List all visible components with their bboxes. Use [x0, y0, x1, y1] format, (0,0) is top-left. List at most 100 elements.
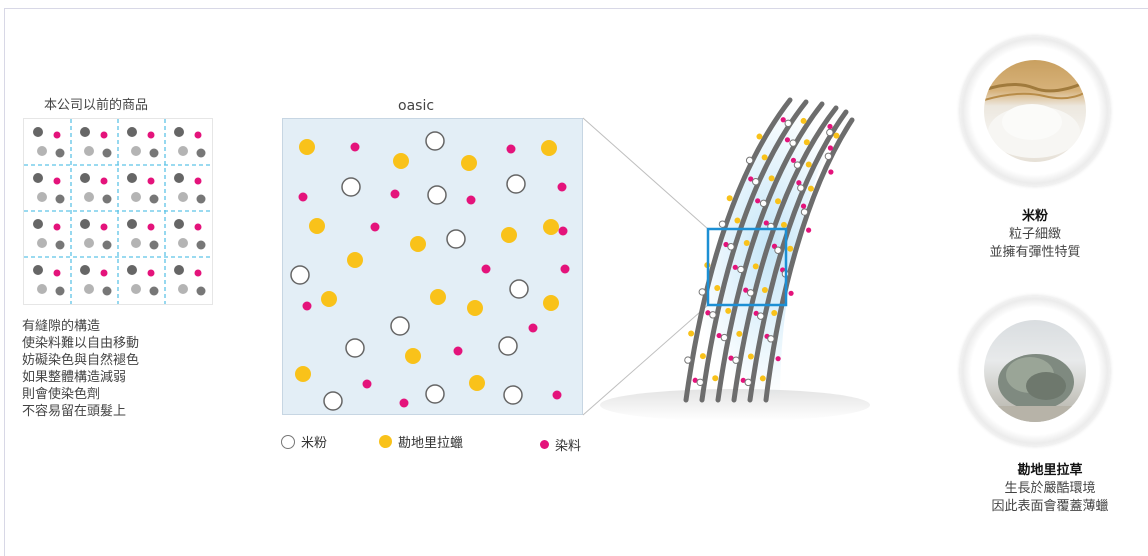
light-particle [37, 146, 47, 156]
dye-particle [147, 269, 155, 277]
light-particle [178, 238, 188, 248]
dark-particle [55, 194, 65, 204]
dye-particle [100, 223, 108, 231]
content-frame [4, 8, 1148, 556]
dark-particle [33, 173, 43, 183]
dye-particle [194, 177, 202, 185]
rice-title: 米粉 [1021, 209, 1048, 224]
dye-particle [147, 177, 155, 185]
dark-particle [55, 148, 65, 158]
dye-dot-icon [540, 440, 549, 449]
dye-particle [100, 177, 108, 185]
oasic-structure-panel [282, 118, 583, 415]
dye-particle [194, 223, 202, 231]
dark-particle [149, 148, 159, 158]
light-particle [84, 146, 94, 156]
desc-line: 如果整體構造減弱 [22, 370, 127, 385]
rice-caption: 米粉 粒子細緻 並擁有彈性特質 [960, 208, 1110, 262]
dye-particle [390, 189, 400, 199]
dark-particle [33, 127, 43, 137]
old-product-description: 有縫隙的構造 使染料難以自由移動 妨礙染色與自然褪色 如果整體構造減弱 則會使染… [22, 318, 139, 420]
dark-particle [196, 194, 206, 204]
candelilla-caption: 勘地里拉草 生長於嚴酷環境 因此表面會覆蓋薄蠟 [955, 462, 1145, 516]
dark-particle [102, 148, 112, 158]
rice-powder-dot-icon [281, 434, 295, 449]
rice-powder-particle [345, 338, 365, 358]
dye-particle [302, 301, 312, 311]
dye-particle [399, 398, 409, 408]
dye-particle [100, 269, 108, 277]
candelilla-wax-particle [541, 140, 557, 156]
dark-particle [149, 286, 159, 296]
dark-particle [127, 173, 137, 183]
candelilla-wax-particle [321, 291, 337, 307]
desc-line: 使染料難以自由移動 [22, 336, 140, 351]
dark-particle [174, 265, 184, 275]
dye-particle [53, 223, 61, 231]
dark-particle [80, 265, 90, 275]
rice-powder-particle [446, 229, 466, 249]
light-particle [178, 146, 188, 156]
dark-particle [196, 286, 206, 296]
light-particle [178, 284, 188, 294]
oasic-title: oasic [398, 98, 435, 114]
rice-powder-particle [425, 384, 445, 404]
legend-candelilla: 勘地里拉蠟 [379, 432, 463, 451]
dye-particle [466, 195, 476, 205]
rice-powder-particle [427, 185, 447, 205]
candelilla-wax-particle [393, 153, 409, 169]
legend-dye: 染料 [540, 435, 581, 454]
rice-powder-particle [503, 385, 523, 405]
candelilla-wax-particle [405, 348, 421, 364]
dark-particle [174, 173, 184, 183]
rice-powder-particle [506, 174, 526, 194]
dark-particle [80, 219, 90, 229]
dye-particle [53, 177, 61, 185]
light-particle [131, 284, 141, 294]
dye-particle [298, 192, 308, 202]
candelilla-wax-particle [543, 219, 559, 235]
candelilla-wax-particle [469, 375, 485, 391]
candelilla-wax-particle [299, 139, 315, 155]
dark-particle [127, 265, 137, 275]
dye-particle [350, 142, 360, 152]
legend-rice: 米粉 [281, 432, 327, 451]
dark-particle [196, 148, 206, 158]
rice-powder-particle [390, 316, 410, 336]
rice-powder-particle [323, 391, 343, 411]
light-particle [84, 284, 94, 294]
dye-particle [506, 144, 516, 154]
dark-particle [102, 286, 112, 296]
light-particle [37, 238, 47, 248]
rice-powder-image [960, 36, 1110, 186]
candelilla-wax-particle [347, 252, 363, 268]
dye-particle [100, 131, 108, 139]
dye-particle [362, 379, 372, 389]
dye-particle [147, 223, 155, 231]
old-structure-svg [24, 119, 212, 304]
light-particle [131, 192, 141, 202]
dark-particle [102, 240, 112, 250]
dark-particle [80, 127, 90, 137]
rice-powder-particle [498, 336, 518, 356]
dark-particle [33, 265, 43, 275]
desc-line: 則會使染色劑 [22, 387, 101, 402]
desc-line: 妨礙染色與自然褪色 [22, 353, 140, 368]
light-particle [84, 192, 94, 202]
dark-particle [174, 219, 184, 229]
rice-powder-photo [984, 60, 1086, 162]
candelilla-wax-dot-icon [379, 435, 392, 448]
rice-powder-particle [509, 279, 529, 299]
light-particle [131, 146, 141, 156]
candelilla-title: 勘地里拉草 [1017, 463, 1083, 478]
dye-particle [53, 269, 61, 277]
dark-particle [127, 127, 137, 137]
dark-particle [149, 194, 159, 204]
dye-particle [147, 131, 155, 139]
dye-particle [557, 182, 567, 192]
legend-label: 勘地里拉蠟 [398, 436, 464, 451]
rice-powder-particle [341, 177, 361, 197]
dark-particle [196, 240, 206, 250]
dye-particle [552, 390, 562, 400]
candelilla-photo [984, 320, 1086, 422]
